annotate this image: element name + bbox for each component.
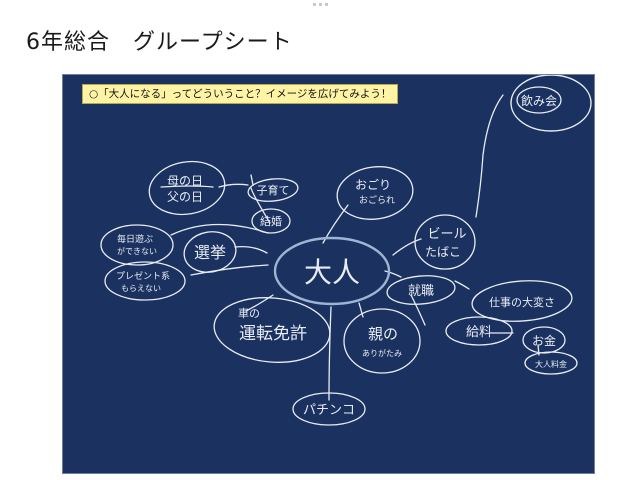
node-shushoku: 就職: [408, 284, 434, 299]
node-ogorare: おごられ: [359, 194, 395, 206]
node-nomikai: 飲み会: [521, 93, 557, 108]
node-mothers-day: 母の日: [167, 174, 203, 188]
more-options-dots[interactable]: [313, 3, 328, 6]
node-ogori: おごり: [355, 177, 391, 192]
node-otona-ryokin: 大人料金: [535, 359, 567, 369]
mind-map-drawing: 大人 飲み会 母の日 父の日 子育て 結婚 おごり おごられ 毎日遊ぶ ができな…: [100, 75, 592, 426]
node-kosodate: 子育て: [257, 183, 290, 197]
dot-icon: [325, 3, 328, 6]
page-title: 6年総合 グループシート: [26, 30, 293, 55]
node-fathers-day: 父の日: [167, 190, 203, 204]
dot-icon: [313, 3, 316, 6]
prompt-sticky-note[interactable]: ○「大人になる」ってどういうこと？イメージを広げてみよう！: [82, 84, 399, 104]
node-okane: お金: [532, 333, 556, 348]
dot-icon: [319, 3, 322, 6]
node-kyuryo: 給料: [466, 325, 492, 340]
node-mainichi-asobu: 毎日遊ぶ: [117, 233, 153, 245]
node-arigatami: ありがたみ: [362, 348, 402, 358]
center-node-label: 大人: [304, 256, 360, 289]
node-kekkon: 結婚: [260, 214, 282, 228]
node-beer: ビール: [427, 227, 466, 242]
node-present: プレゼント系: [116, 270, 170, 282]
node-tabako: たばこ: [425, 245, 461, 259]
node-dekinai: ができない: [117, 246, 157, 256]
node-pachinko: パチンコ: [303, 403, 355, 418]
node-oya-no: 親の: [368, 325, 398, 343]
node-untenmenkyo: 運転免許: [239, 324, 307, 344]
node-moraenai: もらえない: [121, 284, 161, 293]
node-shigoto-taihensa: 仕事の大変さ: [489, 295, 555, 309]
node-labels: 大人 飲み会 母の日 父の日 子育て 結婚 おごり おごられ 毎日遊ぶ ができな…: [116, 93, 567, 418]
mind-map-canvas[interactable]: 大人 飲み会 母の日 父の日 子育て 結婚 おごり おごられ 毎日遊ぶ ができな…: [62, 74, 595, 474]
node-senkyo: 選挙: [194, 243, 226, 262]
node-kuruma-no: 車の: [238, 306, 260, 320]
node-outlines: [100, 75, 592, 426]
